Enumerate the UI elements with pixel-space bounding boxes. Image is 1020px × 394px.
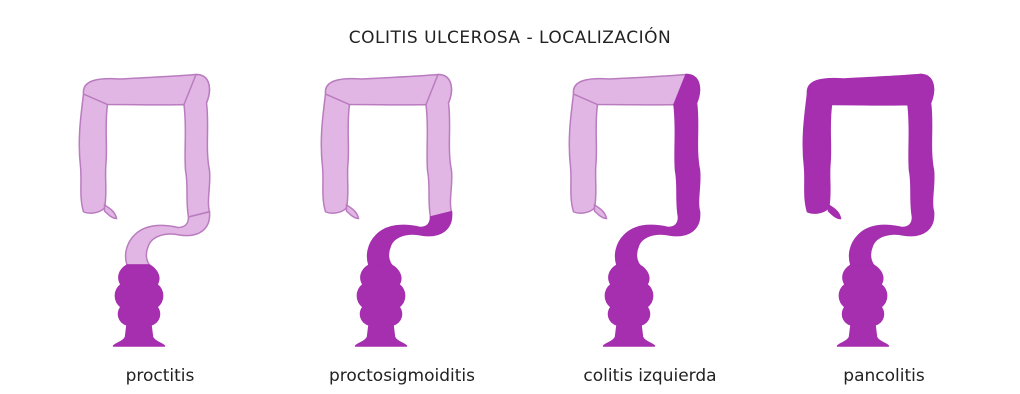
sigmoid-segment xyxy=(850,212,934,265)
appendix xyxy=(347,205,359,219)
panel-pancolitis: pancolitis xyxy=(764,66,1004,376)
panel-colitis-izquierda: colitis izquierda xyxy=(530,66,770,376)
descending-segment xyxy=(908,75,934,218)
colon xyxy=(803,75,934,347)
panel-proctosigmoiditis: proctosigmoiditis xyxy=(282,66,522,376)
ascending-segment xyxy=(79,94,107,213)
ascending-segment xyxy=(803,94,831,213)
colon-illustration xyxy=(40,66,280,356)
colon xyxy=(321,75,452,347)
rectum-segment xyxy=(356,265,407,346)
panel-label: proctosigmoiditis xyxy=(282,366,522,386)
colon-illustration xyxy=(530,66,770,356)
panel-label: colitis izquierda xyxy=(530,366,770,386)
rectum-segment xyxy=(114,265,165,346)
sigmoid-segment xyxy=(126,212,210,265)
colon-illustration xyxy=(764,66,1004,356)
appendix xyxy=(829,205,841,219)
panel-proctitis: proctitis xyxy=(40,66,280,376)
descending-segment xyxy=(184,75,210,218)
colon xyxy=(569,75,700,347)
diagram-title: COLITIS ULCEROSA - LOCALIZACIÓN xyxy=(0,28,1020,48)
rectum-segment xyxy=(604,265,655,346)
colon-illustration xyxy=(282,66,522,356)
ascending-segment xyxy=(321,94,349,213)
sigmoid-segment xyxy=(368,212,452,265)
sigmoid-segment xyxy=(616,212,700,265)
descending-segment xyxy=(426,75,452,218)
panel-label: proctitis xyxy=(40,366,280,386)
descending-segment xyxy=(674,75,700,218)
appendix xyxy=(105,205,117,219)
panel-label: pancolitis xyxy=(764,366,1004,386)
ascending-segment xyxy=(569,94,597,213)
colon xyxy=(79,75,210,347)
rectum-segment xyxy=(838,265,889,346)
appendix xyxy=(595,205,607,219)
